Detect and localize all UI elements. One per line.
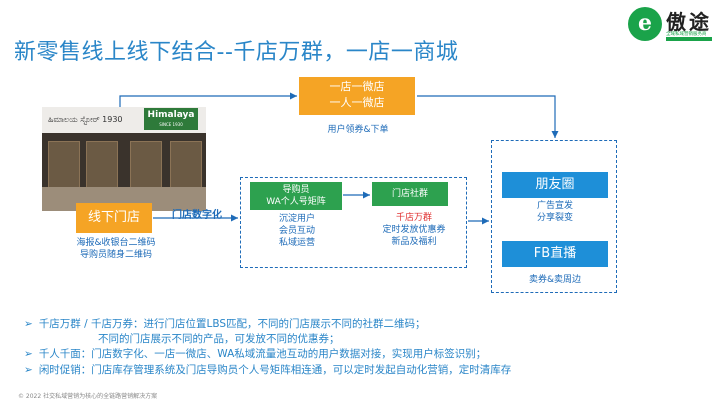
community-caption-3: 新品及福利 xyxy=(391,237,437,247)
line-weidian-to-social xyxy=(417,95,559,138)
moments-caption-1: 广告宣发 xyxy=(536,201,573,211)
offline-store-box: 线下门店 xyxy=(76,203,152,233)
bullet-item: ➢ 千店万群 / 千店万券：进行门店位置LBS匹配，不同的门店展示不同的社群二维码… xyxy=(24,317,426,331)
photo-sign-text: ಹಿಮಾಲಯ ಸ್ಟೋರ್ 1930 xyxy=(48,115,123,124)
bullet-item: ➢ 千人千面：门店数字化、一店一微店、WA私域流量池互动的用户数据对接，实现用户标… xyxy=(24,347,486,361)
digital-group-frame xyxy=(240,177,467,268)
moments-caption-2: 分享裂变 xyxy=(536,213,573,223)
logo-bar xyxy=(666,37,712,41)
bullet-item: ➢ 闲时促销：门店库存管理系统及门店导购员个人号矩阵相连通，可以定时发起自动化营销… xyxy=(24,363,511,377)
bullet-text: 千人千面：门店数字化、一店一微店、WA私域流量池互动的用户数据对接，实现用户标签… xyxy=(38,348,487,360)
copyright-text: © 2022 社交私域营销为核心的全链路营销解决方案 xyxy=(18,393,158,400)
logo-icon: e xyxy=(628,7,662,41)
guide-box: 导购员 WA个人号矩阵 xyxy=(250,182,342,210)
fb-live-box: FB直播 xyxy=(502,241,608,267)
offline-store-caption: 海报&收银台二维码 导购员随身二维码 xyxy=(56,237,176,261)
guide-caption-2: 会员互动 xyxy=(278,226,315,236)
bullet-continuation: 不同的门店展示不同的产品，可发放不同的优惠券； xyxy=(98,333,340,345)
store-caption-1: 海报&收银台二维码 xyxy=(76,238,156,248)
weidian-box: 一店一微店 一人一微店 xyxy=(299,77,415,115)
line-store-to-weidian xyxy=(119,92,297,107)
guide-caption: 沉淀用户 会员互动 私域运营 xyxy=(256,213,338,249)
bullet-text: 千店万群 / 千店万券：进行门店位置LBS匹配，不同的门店展示不同的社群二维码； xyxy=(38,318,426,330)
moments-box: 朋友圈 xyxy=(502,172,608,198)
logo-tagline: 全域私域营销服务商 xyxy=(666,32,707,37)
logo-name: 傲途 xyxy=(666,10,712,34)
weidian-line2: 一人一微店 xyxy=(329,96,385,109)
bullet-arrow-icon: ➢ xyxy=(24,348,33,360)
guide-caption-3: 私域运营 xyxy=(278,238,315,248)
community-caption-2: 定时发放优惠券 xyxy=(382,225,446,235)
weidian-caption: 用户领券&下单 xyxy=(327,125,389,135)
bullet-text: 闲时促销：门店库存管理系统及门店导购员个人号矩阵相连通，可以定时发起自动化营销，… xyxy=(38,364,512,376)
bullet-arrow-icon: ➢ xyxy=(24,364,33,376)
store-digital-label: 门店数字化 xyxy=(172,210,222,221)
moments-caption: 广告宣发 分享裂变 xyxy=(502,200,608,224)
photo-brand-logo: Himalaya xyxy=(144,108,198,130)
social-group-frame xyxy=(491,140,617,293)
bullet-arrow-icon: ➢ xyxy=(24,318,33,330)
page-title: 新零售线上线下结合--千店万群，一店一商城 xyxy=(14,40,459,65)
guide-caption-1: 沉淀用户 xyxy=(278,214,315,224)
brand-logo: e 傲途 全域私域营销服务商 xyxy=(628,6,716,44)
community-box: 门店社群 xyxy=(372,182,448,206)
guide-line1: 导购员 xyxy=(282,185,310,195)
store-photo: ಹಿಮಾಲಯ ಸ್ಟೋರ್ 1930 Himalaya SINCE 1930 xyxy=(42,107,206,211)
community-caption: 千店万群 定时发放优惠券 新品及福利 xyxy=(368,212,460,248)
weidian-line1: 一店一微店 xyxy=(329,80,385,93)
photo-brand-sub: SINCE 1930 xyxy=(159,122,183,127)
store-caption-2: 导购员随身二维码 xyxy=(79,250,152,260)
fb-live-caption: 卖券&卖周边 xyxy=(528,275,582,285)
community-caption-red: 千店万群 xyxy=(395,213,432,223)
guide-line2: WA个人号矩阵 xyxy=(266,197,326,207)
